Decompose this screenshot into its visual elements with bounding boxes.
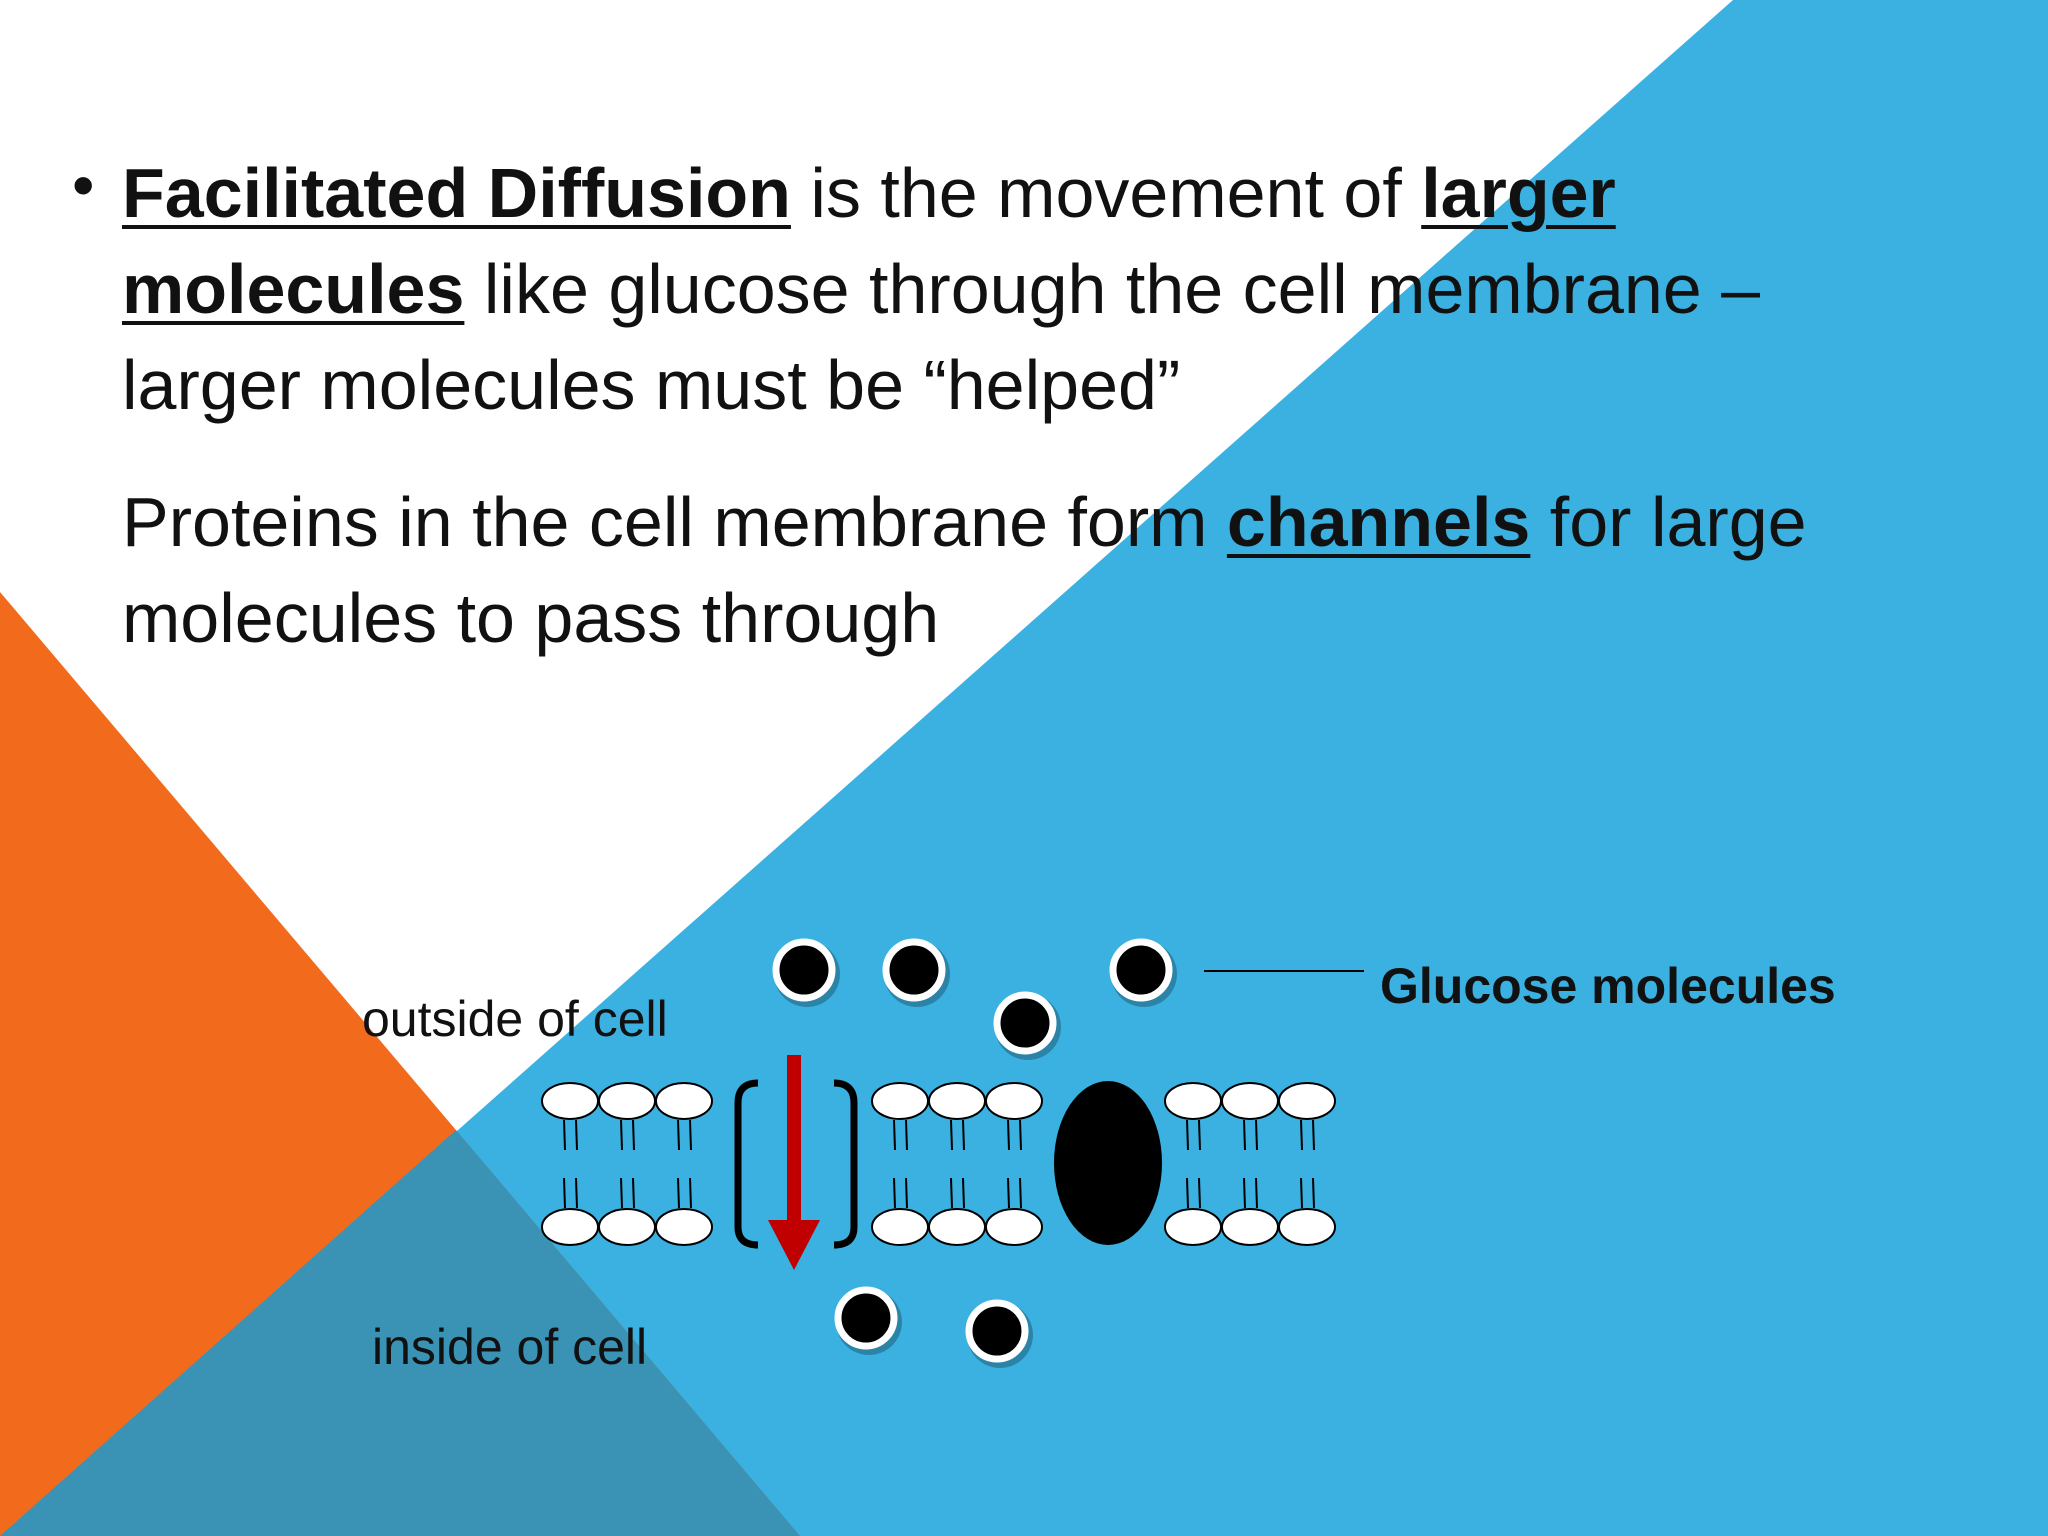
phospholipid-tail	[950, 1119, 953, 1151]
phospholipid-head-inner	[541, 1208, 599, 1246]
phospholipid-head-outer	[1221, 1082, 1279, 1120]
phospholipid-tail	[1019, 1177, 1022, 1209]
phospholipid-tail	[677, 1177, 680, 1209]
phospholipid-tail	[905, 1177, 908, 1209]
phospholipid-tail	[689, 1119, 692, 1151]
phospholipid-tail	[575, 1177, 578, 1209]
phospholipid-tail	[1255, 1119, 1258, 1151]
phospholipid-head-inner	[1221, 1208, 1279, 1246]
glucose-molecule	[1109, 938, 1173, 1002]
term-channels: channels	[1226, 483, 1531, 561]
phospholipid-head-outer	[655, 1082, 713, 1120]
glucose-molecules	[772, 938, 1177, 1368]
phospholipid-tail	[1312, 1119, 1315, 1151]
phospholipid-bilayer	[541, 1082, 1336, 1246]
phospholipid-tail	[563, 1177, 566, 1209]
phospholipid-head-outer	[1278, 1082, 1336, 1120]
phospholipid-head-outer	[541, 1082, 599, 1120]
phospholipid-head-outer	[985, 1082, 1043, 1120]
bullet-text: Facilitated Diffusion is the movement of…	[122, 145, 1922, 433]
phospholipid-tail	[689, 1177, 692, 1209]
phospholipid-tail	[620, 1177, 623, 1209]
phospholipid-tail	[1198, 1177, 1201, 1209]
phospholipid-tail	[893, 1119, 896, 1151]
phospholipid-tail	[1007, 1177, 1010, 1209]
glucose-molecule	[772, 938, 836, 1002]
phospholipid-tail	[1255, 1177, 1258, 1209]
phospholipid-tail	[677, 1119, 680, 1151]
phospholipid-tail	[1186, 1119, 1189, 1151]
phospholipid-head-inner	[985, 1208, 1043, 1246]
label-inside-of-cell: inside of cell	[372, 1319, 648, 1375]
paragraph-text-part1: Proteins in the cell membrane form	[122, 483, 1227, 561]
bullet-text-part1: is the movement of	[790, 154, 1422, 232]
phospholipid-tail	[893, 1177, 896, 1209]
phospholipid-tail	[563, 1119, 566, 1151]
phospholipid-head-inner	[1278, 1208, 1336, 1246]
term-facilitated-diffusion: Facilitated Diffusion	[122, 154, 791, 232]
phospholipid-head-inner	[928, 1208, 986, 1246]
phospholipid-head-inner	[655, 1208, 713, 1246]
phospholipid-tail	[1300, 1119, 1303, 1151]
glucose-molecule	[965, 1299, 1029, 1363]
glucose-molecule	[834, 1286, 898, 1350]
label-outside-of-cell: outside of cell	[362, 991, 668, 1047]
phospholipid-head-outer	[928, 1082, 986, 1120]
channels-paragraph: Proteins in the cell membrane form chann…	[122, 474, 1922, 666]
bullet-text-part2: like glucose through the cell membrane –…	[122, 250, 1761, 424]
phospholipid-head-outer	[598, 1082, 656, 1120]
phospholipid-tail	[620, 1119, 623, 1151]
term-larger-molecules: larger molecules	[122, 154, 1616, 328]
phospholipid-tail	[1243, 1119, 1246, 1151]
label-glucose-molecules: Glucose molecules	[1380, 958, 1836, 1014]
phospholipid-tail	[962, 1119, 965, 1151]
phospholipid-tail	[632, 1177, 635, 1209]
phospholipid-tail	[575, 1119, 578, 1151]
phospholipid-tail	[905, 1119, 908, 1151]
phospholipid-head-inner	[598, 1208, 656, 1246]
phospholipid-tail	[1300, 1177, 1303, 1209]
phospholipid-tail	[1007, 1119, 1010, 1151]
phospholipid-tail	[1019, 1119, 1022, 1151]
protein-channel-brackets	[734, 1079, 858, 1249]
phospholipid-tail	[1186, 1177, 1189, 1209]
phospholipid-head-outer	[871, 1082, 929, 1120]
phospholipid-tail	[632, 1119, 635, 1151]
arrow-head	[768, 1220, 820, 1270]
carrier-protein	[1054, 1081, 1162, 1245]
glucose-molecule	[882, 938, 946, 1002]
phospholipid-tail	[1243, 1177, 1246, 1209]
phospholipid-tail	[1312, 1177, 1315, 1209]
channel-right-bracket	[833, 1079, 858, 1249]
overlap-triangle	[0, 1130, 800, 1536]
phospholipid-head-inner	[871, 1208, 929, 1246]
phospholipid-head-outer	[1164, 1082, 1222, 1120]
arrow-shaft	[787, 1055, 801, 1227]
paragraph-text-part2: for large molecules to pass through	[122, 483, 1807, 657]
bullet-dot: •	[72, 149, 95, 221]
channel-left-bracket	[734, 1079, 759, 1249]
phospholipid-tail	[950, 1177, 953, 1209]
phospholipid-head-inner	[1164, 1208, 1222, 1246]
glucose-molecule	[993, 991, 1057, 1055]
transport-arrow	[768, 1055, 820, 1270]
phospholipid-tail	[1198, 1119, 1201, 1151]
phospholipid-tail	[962, 1177, 965, 1209]
